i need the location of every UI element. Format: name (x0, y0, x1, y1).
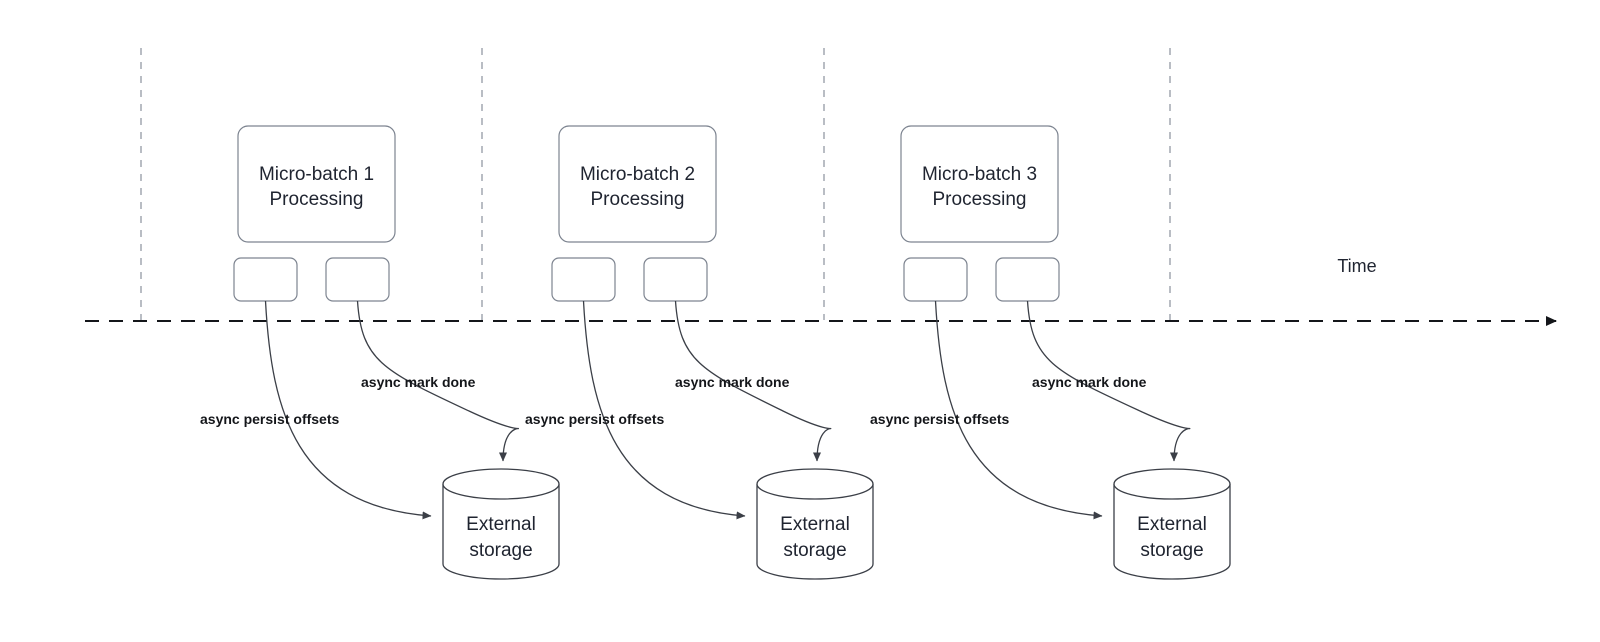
micro-batch-2-storage-label-line1: External (780, 514, 850, 535)
micro-batch-2-task-box-a[interactable] (551, 257, 616, 302)
micro-batch-3-persist-offsets-arrow (934, 300, 1103, 520)
micro-batch-1-task-box-a[interactable] (233, 257, 298, 302)
micro-batch-3-label-line2: Processing (933, 189, 1027, 210)
micro-batch-2-box[interactable] (558, 125, 717, 243)
micro-batch-2-mark-done-arrow (674, 300, 832, 462)
micro-batch-1-task-box-b[interactable] (325, 257, 390, 302)
time-axis-label: Time (1337, 256, 1376, 276)
micro-batch-2-storage-body[interactable] (756, 484, 874, 580)
micro-batch-1-storage-label-line2: storage (469, 540, 532, 561)
micro-batch-1-mark-done-label: async mark done (361, 374, 476, 390)
micro-batch-2-task-box-b[interactable] (643, 257, 708, 302)
micro-batch-3-storage-top (1113, 468, 1231, 500)
micro-batch-2-persist-offsets-label: async persist offsets (525, 411, 664, 427)
tick-lines-group (140, 48, 1171, 320)
micro-batch-1-persist-offsets-label: async persist offsets (200, 411, 339, 427)
micro-batch-1-mark-done-arrow (356, 300, 519, 462)
micro-batch-3-task-box-a[interactable] (903, 257, 968, 302)
micro-batch-3-persist-offsets-label: async persist offsets (870, 411, 1009, 427)
micro-batch-2-label-line2: Processing (591, 189, 685, 210)
micro-batch-2-persist-offsets-arrow (582, 300, 746, 520)
micro-batch-1-storage-label-line1: External (466, 514, 536, 535)
micro-batch-3-task-box-b[interactable] (995, 257, 1060, 302)
micro-batch-2-storage-label-line2: storage (783, 540, 846, 561)
micro-batch-1-label-line2: Processing (270, 189, 364, 210)
micro-batch-2-mark-done-label: async mark done (675, 374, 790, 390)
micro-batch-3-mark-done-label: async mark done (1032, 374, 1147, 390)
micro-batch-3-mark-done-arrow (1026, 300, 1191, 462)
micro-batch-2-label-line1: Micro-batch 2 (580, 164, 695, 185)
micro-batch-3-label-line1: Micro-batch 3 (922, 164, 1037, 185)
micro-batch-1-storage-top (442, 468, 560, 500)
micro-batch-1-box[interactable] (237, 125, 396, 243)
micro-batch-1-label-line1: Micro-batch 1 (259, 164, 374, 185)
micro-batch-1-persist-offsets-arrow (264, 300, 432, 520)
micro-batch-2-storage-top (756, 468, 874, 500)
micro-batch-3-storage-label-line2: storage (1140, 540, 1203, 561)
micro-batch-1-storage-body[interactable] (442, 484, 560, 580)
micro-batch-3-storage-label-line1: External (1137, 514, 1207, 535)
micro-batch-3-box[interactable] (900, 125, 1059, 243)
micro-batch-3-storage-body[interactable] (1113, 484, 1231, 580)
